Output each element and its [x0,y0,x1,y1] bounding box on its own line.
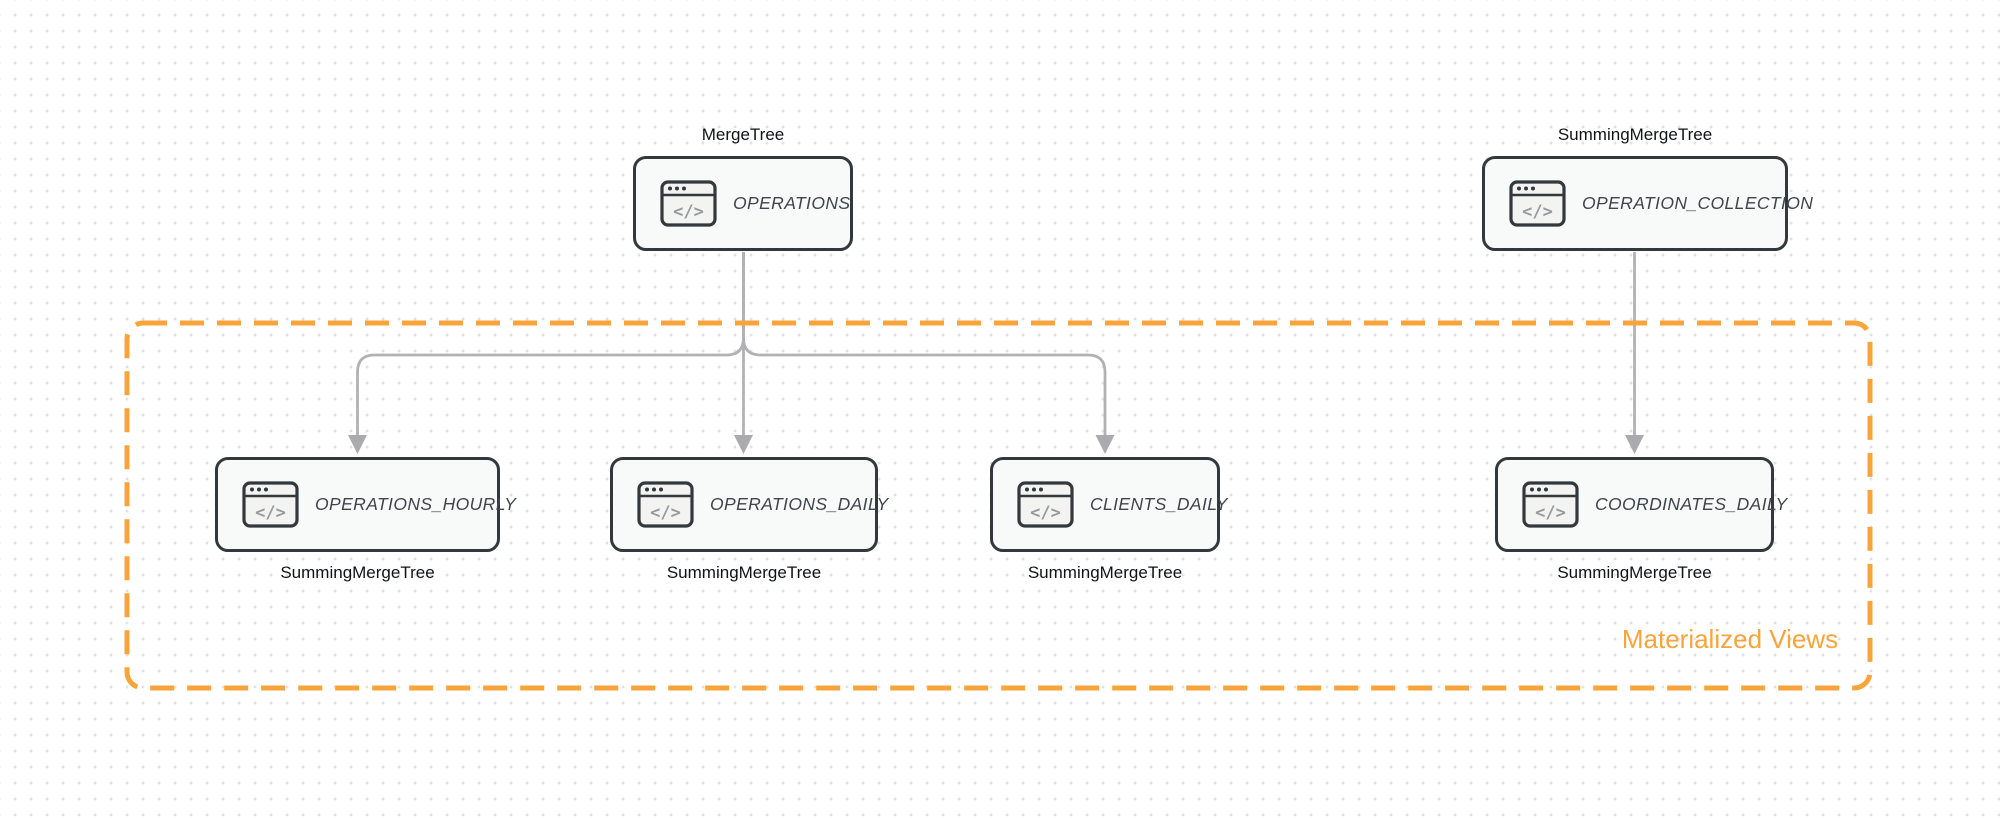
arrowhead-coordinates-daily [1625,435,1644,454]
arrowhead-clients-daily [1095,435,1115,454]
engine-label: SummingMergeTree [666,563,822,582]
engine-label: SummingMergeTree [1027,563,1183,582]
node-box-clients-daily[interactable]: </> CLIENTS_DAILY [990,457,1227,552]
materialized-views-group-label: Materialized Views [1621,624,1839,654]
svg-text:</>: </> [1535,503,1566,523]
node-box-coordinates-daily[interactable]: </> COORDINATES_DAILY [1495,457,1787,552]
svg-text:</>: </> [255,503,286,523]
engine-label: SummingMergeTree [1557,563,1712,582]
svg-text:</>: </> [673,202,704,222]
node-title: CLIENTS_DAILY [1090,494,1228,514]
code-window-icon: </> [242,481,299,528]
code-window-icon: </> [1522,481,1579,528]
node-operations: MergeTree </> OPERATIONS [633,125,853,251]
node-title: OPERATIONS_DAILY [710,494,889,514]
node-title: OPERATIONS [733,193,851,213]
svg-text:</>: </> [650,503,681,523]
arrowhead-operations-daily [734,435,753,454]
engine-label: MergeTree [701,125,785,144]
code-window-icon: </> [660,180,717,227]
node-box-operations[interactable]: </> OPERATIONS [633,156,853,251]
code-window-icon: </> [1509,180,1566,227]
svg-text:</>: </> [1030,503,1061,523]
arrowhead-operations-hourly [348,435,367,454]
engine-label: SummingMergeTree [280,563,435,582]
svg-text:</>: </> [1522,202,1553,222]
node-clients-daily: </> CLIENTS_DAILY SummingMergeTree [990,457,1227,582]
node-box-operation-collection[interactable]: </> OPERATION_COLLECTION [1482,156,1813,251]
edge-operations-to-operations-hourly [356,252,745,436]
code-window-icon: </> [1017,481,1074,528]
node-operations-daily: </> OPERATIONS_DAILY SummingMergeTree [610,457,888,582]
node-operation-collection: SummingMergeTree </> OPERATION_COLLECTIO… [1482,125,1813,251]
node-title: COORDINATES_DAILY [1595,494,1788,514]
edge-operations-to-clients-daily [742,252,1107,436]
node-title: OPERATION_COLLECTION [1582,193,1814,213]
node-box-operations-hourly[interactable]: </> OPERATIONS_HOURLY [215,457,516,552]
node-box-operations-daily[interactable]: </> OPERATIONS_DAILY [610,457,888,552]
node-coordinates-daily: </> COORDINATES_DAILY SummingMergeTree [1495,457,1787,582]
code-window-icon: </> [637,481,694,528]
engine-label: SummingMergeTree [1557,125,1713,144]
node-operations-hourly: </> OPERATIONS_HOURLY SummingMergeTree [215,457,516,582]
node-title: OPERATIONS_HOURLY [315,494,517,514]
